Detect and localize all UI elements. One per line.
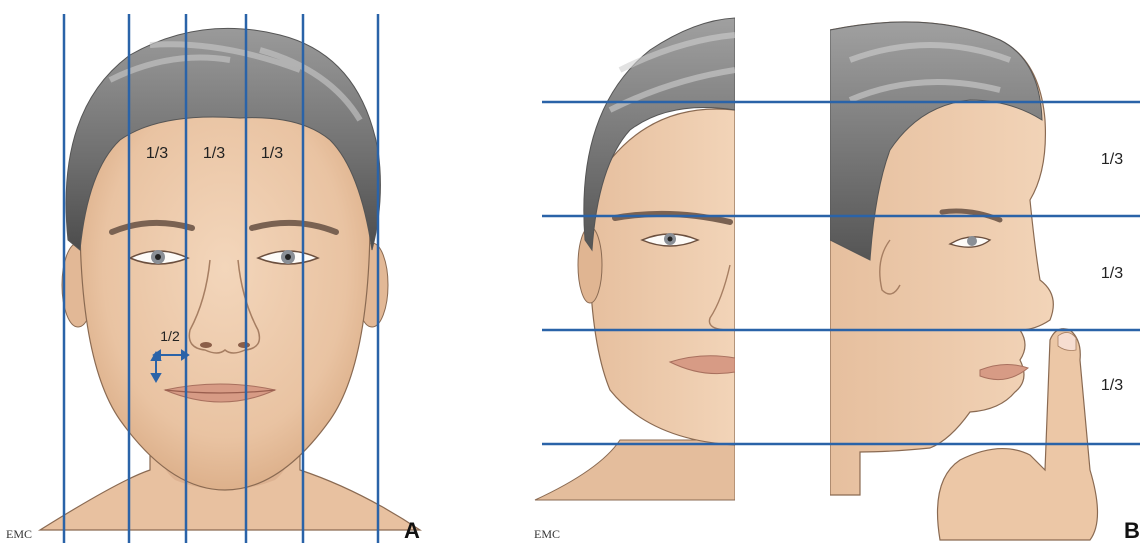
third-label-middle: 1/3 [1101,265,1123,282]
third-label-upper: 1/3 [1101,151,1123,168]
third-label-right: 1/3 [261,145,283,162]
publisher-logo: EMC [534,527,560,541]
half-face-shoulder [535,440,735,500]
frontal-view-panel: 1/3 1/3 1/3 1/2 EMC A [0,0,430,543]
third-label-left: 1/3 [146,145,168,162]
third-label-middle: 1/3 [203,145,225,162]
third-label-lower: 1/3 [1101,377,1123,394]
view-separator [735,0,830,543]
profile-view-panel: 1/3 1/3 1/3 EMC B [530,0,1140,543]
publisher-logo: EMC [6,527,32,541]
finger-nail [1058,332,1076,350]
frontal-face-illustration: 1/3 1/3 1/3 1/2 EMC A [0,0,430,543]
panel-letter-a: A [404,518,420,543]
half-label: 1/2 [160,328,180,344]
profile-face-illustration: 1/3 1/3 1/3 EMC B [530,0,1140,543]
panel-letter-b: B [1124,518,1140,543]
